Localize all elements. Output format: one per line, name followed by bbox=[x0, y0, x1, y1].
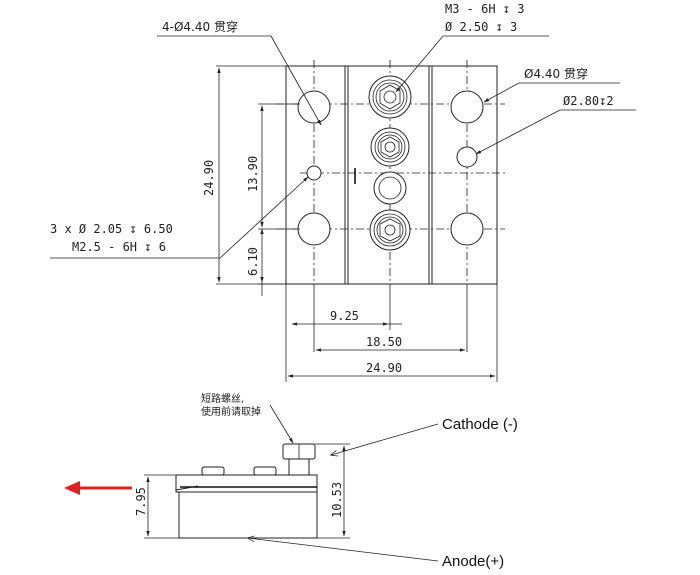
dim-18-50: 18.50 bbox=[366, 335, 402, 349]
through-hole-bottom-right bbox=[450, 212, 484, 246]
short-circuit-note-line2: 使用前请取掉 bbox=[201, 405, 261, 418]
threaded-hole-top bbox=[368, 75, 412, 119]
dim-overall-width: 24.90 bbox=[366, 361, 402, 375]
dim-9-25: 9.25 bbox=[330, 309, 359, 323]
through-hole-bottom-left bbox=[297, 212, 331, 246]
top-view: 4-Ø4.40 贯穿 M3 - 6H ↧ 3 Ø 2.50 ↧ 3 Ø4.40 … bbox=[50, 2, 636, 382]
callout-right-blind-hole: Ø2.80↧2 bbox=[563, 94, 614, 108]
plain-hole-center bbox=[373, 171, 407, 205]
top-view-outline bbox=[285, 65, 498, 285]
screw-head-right bbox=[253, 466, 277, 476]
direction-arrow bbox=[64, 481, 132, 495]
cathode-label: Cathode (-) bbox=[442, 416, 518, 433]
side-top-plate bbox=[175, 474, 318, 493]
anode-label: Anode(+) bbox=[442, 553, 504, 570]
dim-side-height: 7.95 bbox=[134, 487, 148, 516]
short-circuit-screw-shaft bbox=[288, 458, 310, 476]
anode-leader bbox=[248, 538, 439, 562]
callout-right-through-hole: Ø4.40 贯穿 bbox=[524, 66, 588, 81]
dim-side-height-right: 10.53 bbox=[330, 482, 344, 518]
dim-hole-offset-vertical: 6.10 bbox=[246, 247, 260, 276]
dim-overall-height: 24.90 bbox=[202, 160, 216, 196]
screw-head-left bbox=[201, 466, 225, 476]
short-circuit-note-line1: 短路螺丝, bbox=[201, 392, 244, 405]
side-view: 7.95 10.53 短路螺丝, 使用前请取掉 Cathode (-) Anod… bbox=[64, 392, 518, 570]
blind-hole-right bbox=[456, 146, 478, 168]
side-body bbox=[178, 491, 318, 539]
callout-4-through-holes: 4-Ø4.40 贯穿 bbox=[162, 19, 238, 34]
callout-m3-thread: M3 - 6H ↧ 3 bbox=[445, 2, 524, 16]
small-hole-left bbox=[306, 165, 322, 181]
through-hole-top-right bbox=[450, 90, 484, 124]
dim-hole-spacing-vertical: 13.90 bbox=[246, 156, 260, 192]
threaded-hole-bottom bbox=[369, 209, 411, 251]
callout-m25-thread: M2.5 - 6H ↧ 6 bbox=[72, 240, 166, 254]
threaded-hole-mid bbox=[370, 127, 410, 167]
callout-3x-holes: 3 x Ø 2.05 ↧ 6.50 bbox=[50, 222, 173, 236]
callout-m3-drill: Ø 2.50 ↧ 3 bbox=[445, 20, 517, 34]
cathode-leader bbox=[331, 423, 439, 455]
through-hole-top-left bbox=[297, 90, 331, 124]
